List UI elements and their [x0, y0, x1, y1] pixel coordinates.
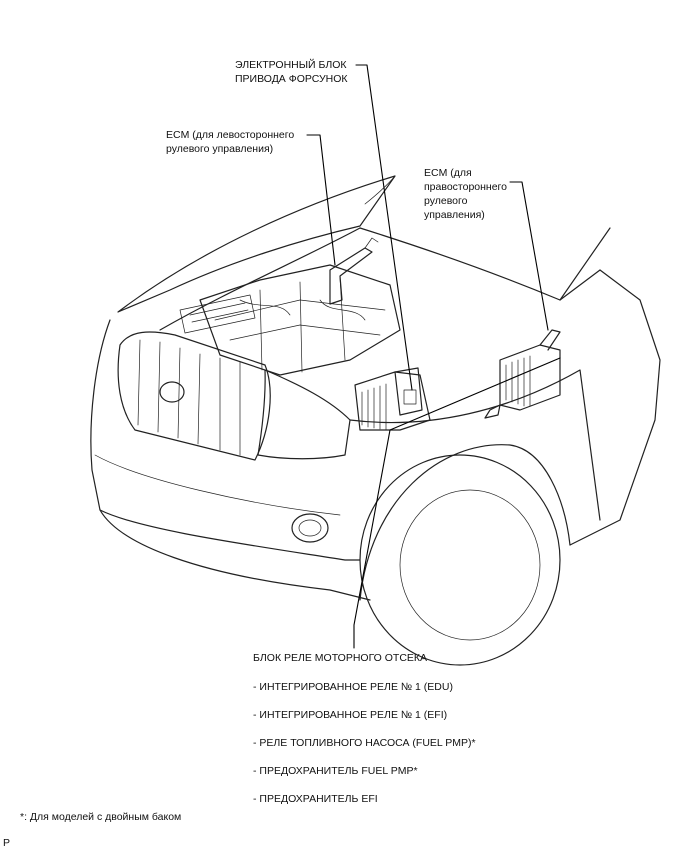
- ecm-lhd-connector: [394, 367, 423, 416]
- bumper-lower: [99, 509, 371, 601]
- grille-frame: [117, 331, 271, 461]
- relay-item: - ИНТЕГРИРОВАННОЕ РЕЛЕ № 1 (EFI): [253, 709, 448, 721]
- label-relay-block: БЛОК РЕЛЕ МОТОРНОГО ОТСЕКА: [253, 652, 428, 664]
- relay-item: - РЕЛЕ ТОПЛИВНОГО НАСОСА (FUEL PMP)*: [253, 737, 476, 749]
- headlight: [257, 369, 351, 460]
- injector-driver-bracket: [364, 237, 379, 249]
- grille-slats: [137, 339, 241, 456]
- leader-relay-block: [353, 429, 391, 649]
- leader-ecm-rhd: [509, 181, 549, 331]
- label-ecm-rhd: ECM (для правостороннего рулевого управл…: [424, 167, 508, 221]
- leader-relay-block-extension: [389, 357, 561, 431]
- relay-item: - ИНТЕГРИРОВАННОЕ РЕЛЕ № 1 (EDU): [253, 681, 453, 693]
- fender-top: [159, 227, 361, 331]
- label-ecm-lhd: ECM (для левостороннего рулевого управле…: [166, 129, 295, 155]
- footnote: *: Для моделей с двойным баком: [20, 811, 182, 823]
- injector-driver-unit: [329, 247, 373, 305]
- label-injector-driver: ЭЛЕКТРОННЫЙ БЛОК ПРИВОДА ФОРСУНОК: [235, 59, 348, 85]
- relay-item: - ПРЕДОХРАНИТЕЛЬ EFI: [253, 793, 378, 805]
- fog-light-inner: [298, 519, 322, 537]
- hood-outline: [117, 175, 396, 313]
- a-pillar: [559, 227, 611, 301]
- figure-code: P: [3, 837, 11, 849]
- tire: [359, 454, 561, 666]
- engine-block: [199, 264, 401, 376]
- grille-emblem: [159, 381, 185, 403]
- body-side-right: [569, 269, 661, 546]
- front-body-outline: [90, 319, 361, 561]
- bumper-mid: [94, 454, 341, 516]
- wheel-rim: [399, 489, 541, 641]
- fender-arch: [359, 444, 571, 601]
- ecm-lhd-socket: [403, 389, 417, 405]
- fog-light: [291, 513, 329, 543]
- ecm-rhd-fins: [505, 355, 531, 407]
- engine-detail: [214, 277, 386, 373]
- fender-side: [349, 369, 601, 521]
- cowl-line: [359, 227, 601, 301]
- leader-injector-driver: [355, 64, 413, 391]
- intercooler: [179, 294, 256, 334]
- leader-ecm-lhd: [306, 134, 336, 266]
- ecm-lhd-fins: [361, 383, 387, 431]
- ecm-rhd-bracket: [484, 329, 561, 419]
- relay-item: - ПРЕДОХРАНИТЕЛЬ FUEL PMP*: [253, 765, 418, 777]
